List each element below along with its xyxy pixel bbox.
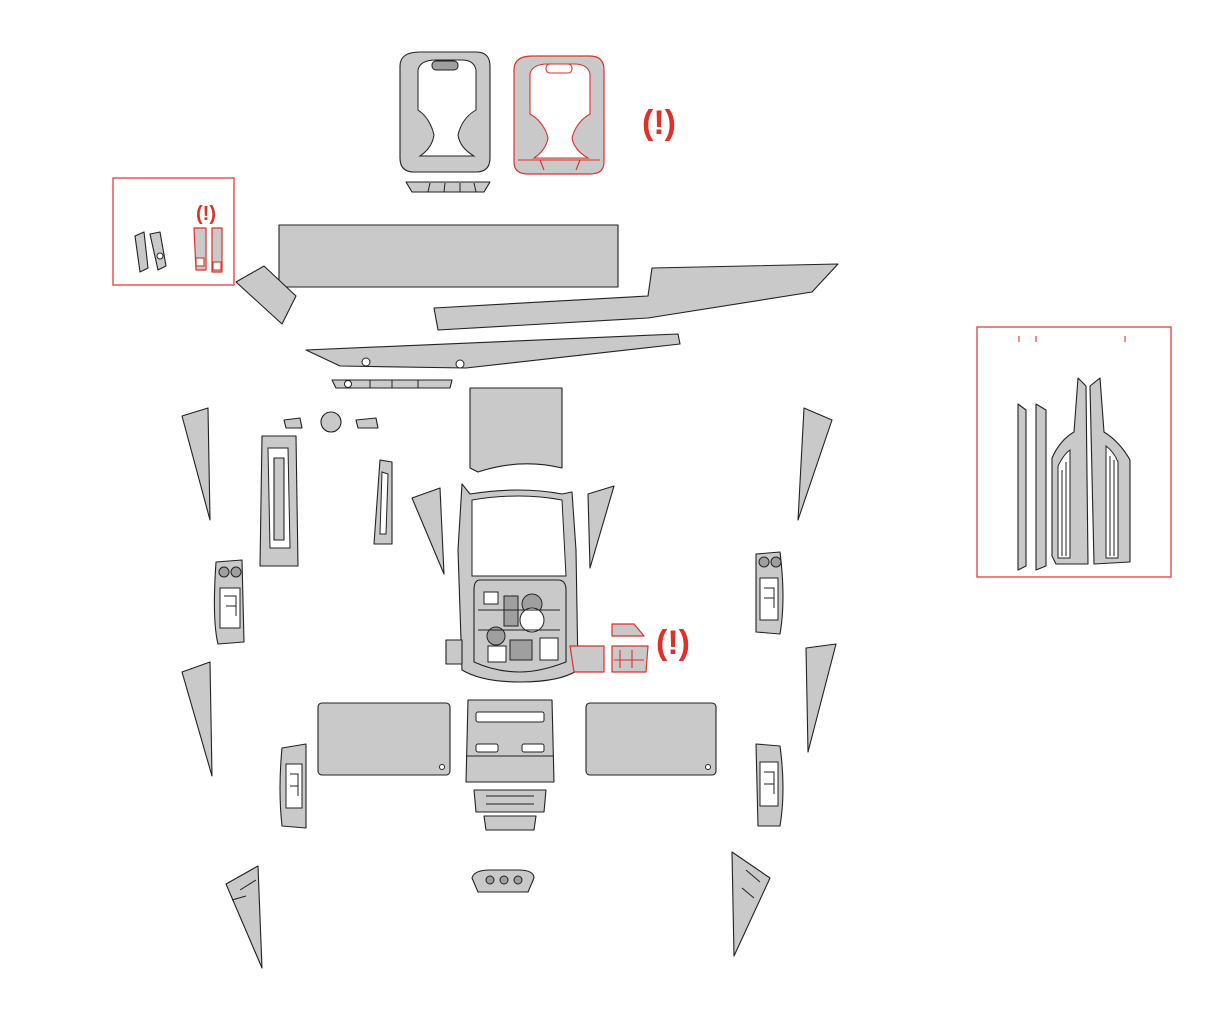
rear-console-panel — [465, 699, 555, 783]
rear-console-lower-pieces — [473, 789, 547, 831]
c-pillar-trim-left — [225, 865, 263, 969]
warning-mark-left-inset: (!) — [196, 203, 216, 225]
center-console-panel — [457, 483, 579, 683]
console-side-trim-right — [587, 485, 615, 569]
console-clip-pieces-highlighted — [569, 623, 649, 673]
c-pillar-trim-right — [731, 851, 771, 957]
a-pillar-trim-right — [797, 407, 833, 521]
inset-box-left — [112, 177, 235, 286]
display-screen-panel — [278, 224, 619, 288]
small-trim-pieces-left-inset — [134, 227, 223, 273]
center-infotainment-screen — [469, 387, 563, 473]
dashboard-lower-strip — [305, 333, 681, 369]
door-switch-panel-front-left — [213, 559, 245, 645]
rear-entertainment-screen-left — [317, 702, 451, 776]
door-handle-trim-front-left — [259, 435, 299, 567]
warning-mark-seat-back: (!) — [642, 104, 676, 142]
rear-seat-back-panel-left-strip — [405, 181, 491, 193]
door-switch-panel-rear-right — [755, 743, 784, 827]
door-switch-panel-rear-left — [279, 743, 307, 829]
door-trim-panel-rear-left-upper — [181, 661, 213, 777]
dashboard-vent-strip — [331, 379, 453, 389]
door-trim-panel-rear-right-upper — [805, 643, 837, 753]
inset-box-right — [976, 326, 1172, 578]
small-button-cover-1 — [283, 417, 303, 429]
round-knob-cover — [320, 411, 342, 433]
console-side-trim-left — [411, 487, 445, 575]
dashboard-trim-strip-passenger — [433, 263, 839, 331]
gear-shifter-trim — [373, 459, 393, 545]
door-switch-panel-front-right — [755, 551, 784, 635]
a-pillar-trim-left — [181, 407, 211, 521]
small-button-cover-2 — [355, 417, 379, 429]
rear-seat-back-panel-right-highlighted — [513, 55, 605, 175]
rear-seat-back-panel-left — [399, 51, 491, 173]
small-switch-cover — [445, 639, 463, 665]
door-sill-trim-strips-right-inset — [1017, 336, 1131, 571]
overhead-light-console — [471, 869, 535, 893]
warning-mark-console: (!) — [656, 624, 690, 662]
dash-corner-trim-left — [235, 265, 297, 325]
rear-entertainment-screen-right — [585, 702, 717, 776]
